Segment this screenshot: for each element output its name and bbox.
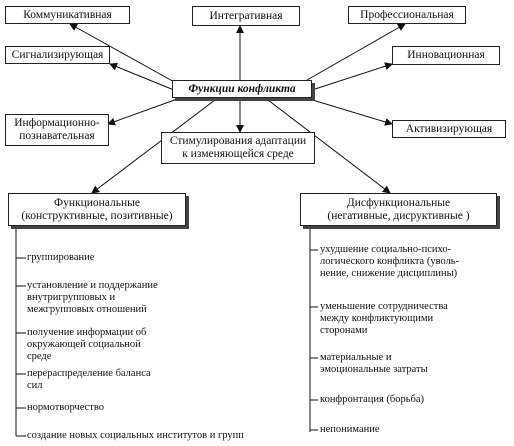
box-dysfunctional: Дисфункциональные (негативные, дисруктив… (300, 193, 497, 226)
box-professional: Профессиональная (348, 6, 466, 24)
box-center: Функции конфликта (172, 80, 312, 98)
dysfunctional-item: конфронтация (борьба) (320, 394, 425, 405)
functional-item: создание новых социальных институтов и г… (27, 430, 244, 441)
functional-item: установление и поддержание внутригруппов… (27, 280, 158, 315)
label-professional: Профессиональная (360, 8, 454, 21)
arrow-informational (107, 97, 181, 126)
functional-item: получение информации об окружающей социа… (27, 327, 147, 362)
box-informational: Информационно- познавательная (5, 114, 109, 146)
arrow-communicative (69, 23, 177, 84)
dysfunctional-title-1: Дисфункциональные (346, 196, 451, 209)
label-signaling: Сигнализирующая (11, 48, 104, 61)
functional-item: нормотворчество (27, 402, 105, 413)
box-communicative: Коммуникативная (5, 6, 130, 24)
label-stimulating-2: к изменяющейся среде (182, 148, 294, 160)
box-signaling: Сигнализирующая (5, 46, 110, 64)
arrow-innovative (311, 62, 393, 91)
box-activating: Активизирующая (392, 120, 506, 138)
arrow-professional (299, 23, 406, 85)
label-innovative: Инновационная (407, 49, 485, 61)
functional-title-2: (конструктивные, позитивные) (21, 209, 173, 222)
arrow-functional (91, 99, 216, 194)
box-integrative: Интегративная (192, 6, 300, 26)
label-integrative: Интегративная (209, 9, 283, 22)
box-stimulating: Стимулирования адаптации к изменяющейся … (161, 132, 315, 164)
arrow-activating (305, 97, 393, 126)
functional-item: перераспределение баланса сил (27, 368, 151, 391)
center-title: Функции конфликта (188, 82, 296, 95)
label-activating: Активизирующая (405, 122, 493, 135)
functional-item: группирование (27, 252, 95, 263)
label-stimulating-1: Стимулирования адаптации (169, 135, 307, 147)
dysfunctional-item: материальные и эмоциональные затраты (320, 352, 428, 375)
box-innovative: Инновационная (392, 46, 500, 65)
arrow-signaling (109, 62, 175, 91)
dysfunctional-item: непонимание (320, 424, 380, 435)
functional-title-1: Функциональные (54, 196, 140, 209)
box-functional: Функциональные (конструктивные, позитивн… (8, 193, 186, 226)
dysfunctional-item: ухудшение социально-психо- логического к… (320, 244, 460, 279)
arrow-dysfunctional (267, 99, 391, 194)
label-informational-2: познавательная (19, 130, 95, 142)
label-informational-1: Информационно- (14, 117, 100, 129)
dysfunctional-item: уменьшение сотрудничества между конфликт… (320, 301, 448, 336)
label-communicative: Коммуникативная (23, 8, 112, 21)
dysfunctional-title-2: (негативные, дисруктивные ) (327, 209, 470, 222)
